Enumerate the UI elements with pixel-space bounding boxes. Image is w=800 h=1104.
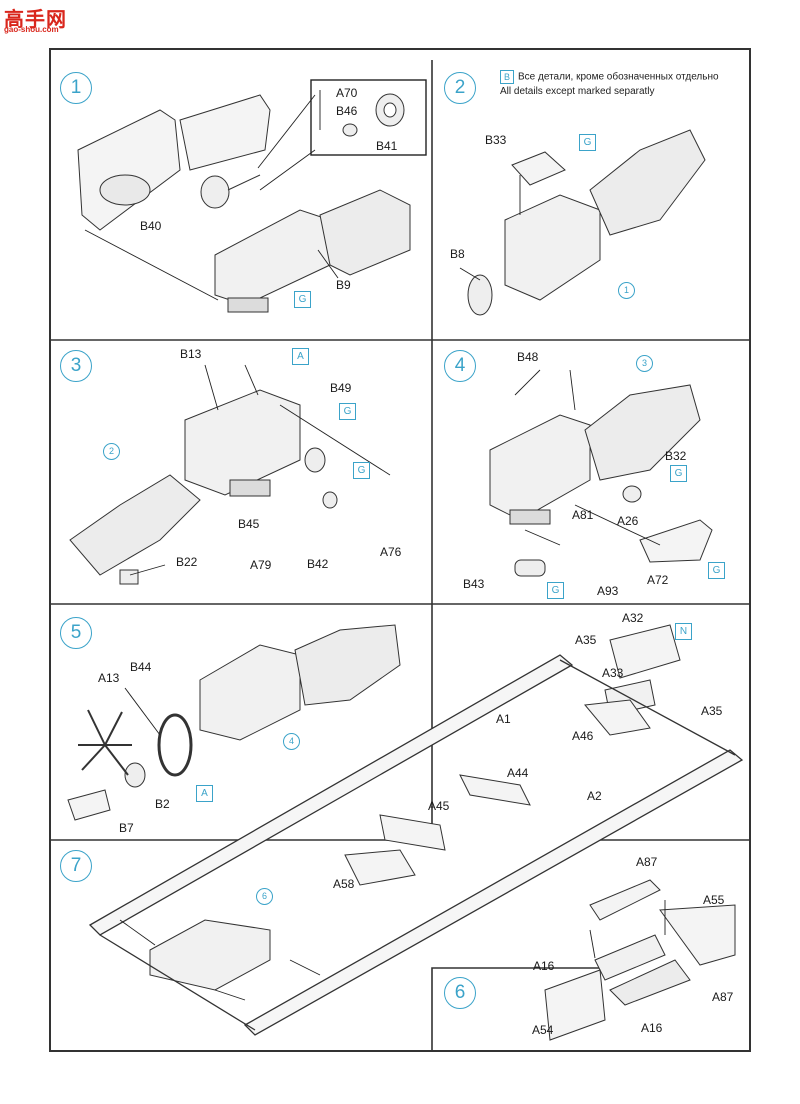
part-label: A33 <box>602 666 624 680</box>
subassembly-ref: 4 <box>283 733 300 750</box>
part-label: B32 <box>665 449 687 463</box>
marker-badge: G <box>708 562 725 579</box>
watermark-logo: 高手网 gao-shou.com <box>4 3 72 34</box>
part-label: B7 <box>119 821 134 835</box>
part-label: A70 <box>336 86 358 100</box>
part-label: B41 <box>376 139 398 153</box>
watermark-main: 高手网 <box>4 7 67 31</box>
marker-badge: G <box>670 465 687 482</box>
step-2: 2 <box>444 72 476 104</box>
part-label: B42 <box>307 557 329 571</box>
marker-badge: G <box>353 462 370 479</box>
note-en: All details except marked separatly <box>500 85 655 97</box>
part-label: A72 <box>647 573 669 587</box>
part-label: A16 <box>641 1021 663 1035</box>
note-all-details: B Все детали, кроме обозначенных отдельно… <box>500 70 719 99</box>
step-6: 6 <box>444 977 476 1009</box>
detail-inset <box>310 79 427 156</box>
part-label: A35 <box>575 633 597 647</box>
subassembly-ref: 1 <box>618 282 635 299</box>
part-label: A45 <box>428 799 450 813</box>
part-label: B9 <box>336 278 351 292</box>
part-label: A81 <box>572 508 594 522</box>
leader-lines <box>84 94 666 1001</box>
step-1: 1 <box>60 72 92 104</box>
marker-badge: G <box>294 291 311 308</box>
part-label: A87 <box>712 990 734 1004</box>
part-label: A93 <box>597 584 619 598</box>
part-label: B2 <box>155 797 170 811</box>
part-label: A35 <box>701 704 723 718</box>
part-label: A1 <box>496 712 511 726</box>
part-label: A87 <box>636 855 658 869</box>
step-4: 4 <box>444 350 476 382</box>
step-5: 5 <box>60 617 92 649</box>
note-ru: Все детали, кроме обозначенных отдельно <box>518 71 719 83</box>
subassembly-ref: 6 <box>256 888 273 905</box>
watermark-sub: gao-shou.com <box>4 25 59 34</box>
step-3: 3 <box>60 350 92 382</box>
part-label: A44 <box>507 766 529 780</box>
part-label: B33 <box>485 133 507 147</box>
part-label: B49 <box>330 381 352 395</box>
step-7: 7 <box>60 850 92 882</box>
marker-badge: A <box>196 785 213 802</box>
part-label: B46 <box>336 104 358 118</box>
part-label: B22 <box>176 555 198 569</box>
part-label: B45 <box>238 517 260 531</box>
part-label: A46 <box>572 729 594 743</box>
part-label: B40 <box>140 219 162 233</box>
marker-badge: G <box>339 403 356 420</box>
marker-badge: G <box>547 582 564 599</box>
part-label: B48 <box>517 350 539 364</box>
part-label: A54 <box>532 1023 554 1037</box>
part-label: A16 <box>533 959 555 973</box>
part-label: A55 <box>703 893 725 907</box>
note-badge: B <box>500 70 514 84</box>
part-sketches <box>67 90 736 1041</box>
part-label: A2 <box>587 789 602 803</box>
part-label: B44 <box>130 660 152 674</box>
subassembly-ref: 3 <box>636 355 653 372</box>
part-label: A32 <box>622 611 644 625</box>
part-label: A26 <box>617 514 639 528</box>
part-label: A13 <box>98 671 120 685</box>
part-label: B8 <box>450 247 465 261</box>
chassis-frame <box>88 654 744 1036</box>
part-label: A79 <box>250 558 272 572</box>
part-label: B43 <box>463 577 485 591</box>
part-label: B13 <box>180 347 202 361</box>
marker-badge: G <box>579 134 596 151</box>
marker-badge: N <box>675 623 692 640</box>
marker-badge: A <box>292 348 309 365</box>
part-label: A58 <box>333 877 355 891</box>
part-label: A76 <box>380 545 402 559</box>
subassembly-ref: 2 <box>103 443 120 460</box>
